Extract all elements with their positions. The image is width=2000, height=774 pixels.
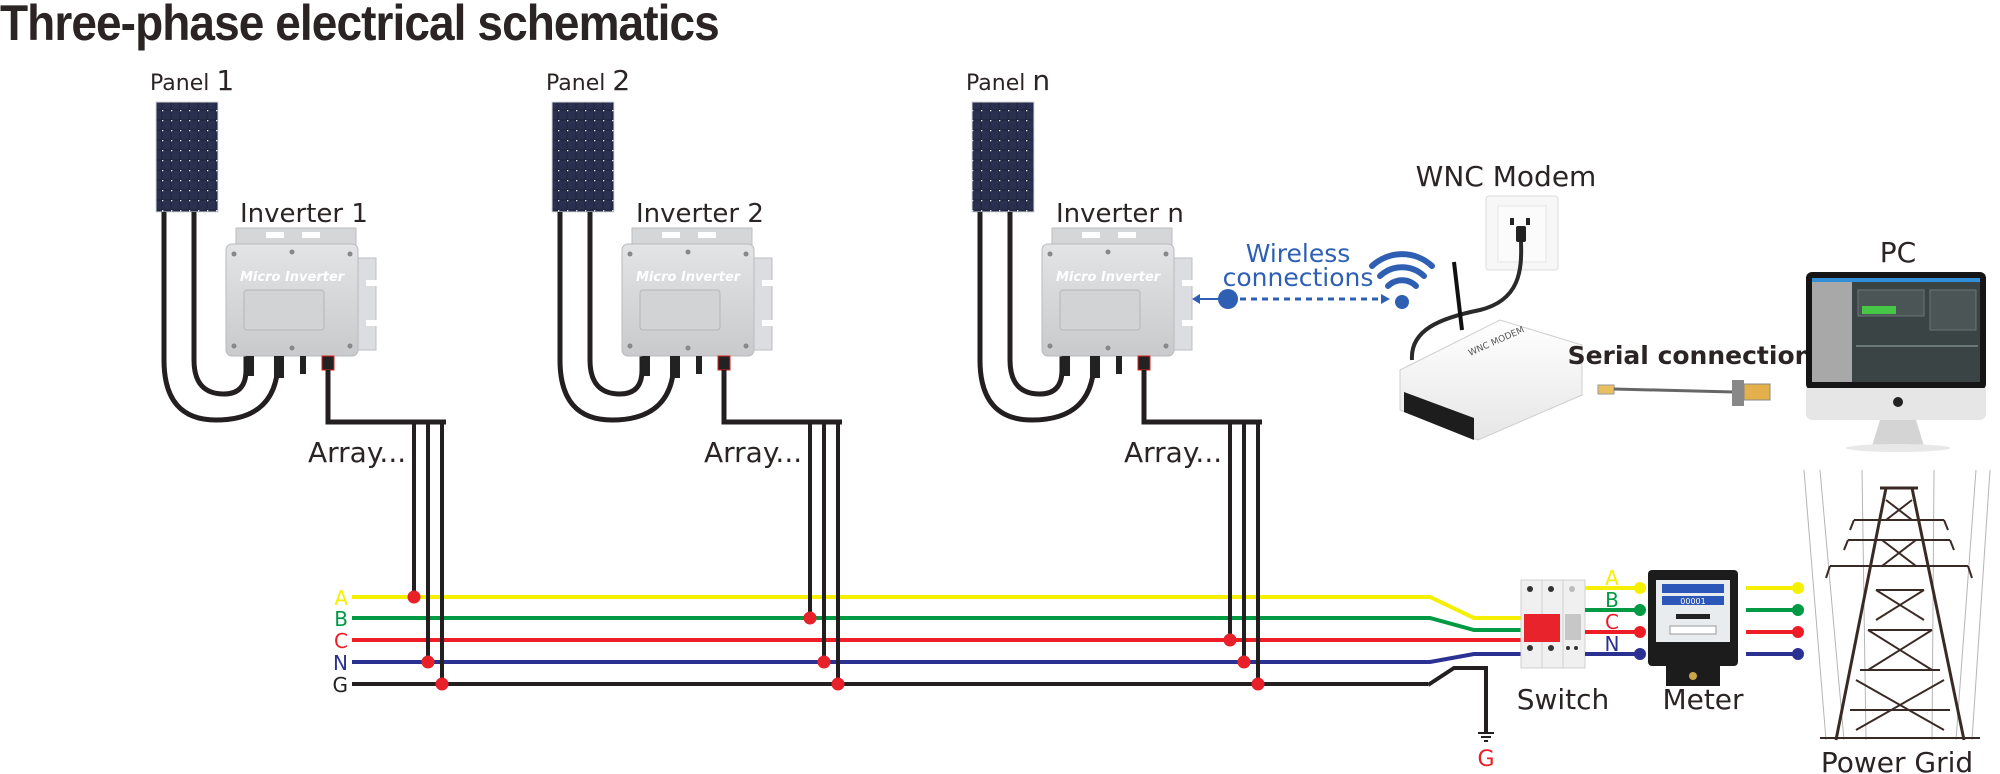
breaker-switch: Switch (1517, 579, 1610, 716)
dc-cable-1 (161, 212, 281, 423)
inverter-device-text: Micro Inverter (636, 270, 742, 285)
array-label: Array... (1124, 436, 1222, 469)
terminal-label-a: A (1605, 566, 1619, 590)
bus-label-n: N (333, 651, 348, 675)
array-2: Panel 2 Inverter 2 Micro InverterArray... (546, 64, 845, 691)
power-cable (1409, 241, 1524, 361)
wireless-link: Wireless connections (1192, 239, 1435, 309)
panel-label: Panel 2 (546, 64, 630, 97)
terminal-label-b: B (1605, 588, 1619, 612)
junction-dot-n (817, 655, 831, 669)
meter-reading: 00001 (1680, 597, 1705, 606)
panel-label: Panel n (966, 64, 1050, 97)
dc-cable-2 (191, 212, 249, 397)
pc-label: PC (1880, 236, 1916, 269)
monitor-icon (1806, 272, 1986, 452)
grid-label: Power Grid (1821, 746, 1973, 774)
junction-dot-g (831, 677, 845, 691)
grid-terminal-n (1792, 648, 1804, 660)
inverter-label: Inverter 1 (240, 199, 368, 229)
modem-device: WNC MODEM (1399, 319, 1583, 441)
usb-plug-icon (1597, 384, 1615, 395)
array-label: Array... (704, 436, 802, 469)
micro-inverter-device (1041, 227, 1195, 379)
power-grid-tower: Power Grid (1803, 469, 1991, 774)
bus-label-b: B (334, 607, 348, 631)
serial-cable (1613, 387, 1735, 394)
meter-terminal-c (1634, 626, 1646, 638)
inverter-device-text: Micro Inverter (240, 270, 346, 285)
pc: PC (1806, 236, 1986, 452)
modem-label: WNC Modem (1416, 160, 1597, 193)
solar-panel-icon (971, 101, 1035, 213)
junction-dot-g (435, 677, 449, 691)
meter-terminal-a (1634, 582, 1646, 594)
terminal-label-c: C (1605, 610, 1619, 634)
wireless-label-line2: connections (1223, 263, 1374, 292)
junction-dot-a (407, 590, 421, 604)
solar-panel-icon (551, 101, 615, 213)
meter-terminal-n (1634, 648, 1646, 660)
bus-label-c: C (334, 629, 348, 653)
switch-label: Switch (1517, 683, 1610, 716)
panel-label: Panel 1 (150, 64, 234, 97)
breaker-lever (1524, 614, 1560, 642)
array-1: Panel 1 Inverter 1 Micro InverterArray... (150, 64, 449, 691)
bus-label-g: G (333, 673, 349, 697)
micro-inverter-device (225, 227, 379, 379)
ground-symbol-icon (1478, 732, 1494, 742)
grid-terminal-b (1792, 604, 1804, 616)
junction-dot-n (1237, 655, 1251, 669)
meter-label: Meter (1662, 683, 1744, 716)
ground: G (1426, 666, 1495, 772)
ground-label: G (1477, 747, 1494, 772)
inverter-label: Inverter n (1056, 199, 1184, 229)
inverter-label: Inverter 2 (636, 199, 764, 229)
ground-wire (1426, 666, 1488, 732)
junction-dot-c (1223, 633, 1237, 647)
junction-dot-b (803, 611, 817, 625)
solar-panel-icon (155, 101, 219, 213)
bus-line-n (352, 652, 1521, 664)
junction-dot-n (421, 655, 435, 669)
serial-connection: Serial connection (1568, 341, 1813, 406)
bus-line-a (352, 595, 1521, 620)
bus-label-a: A (334, 586, 348, 610)
array-3: Panel n Inverter n Micro InverterArray... (966, 64, 1265, 691)
junction-dot-g (1251, 677, 1265, 691)
antenna-icon (1452, 261, 1464, 331)
serial-label: Serial connection (1568, 341, 1813, 370)
array-label: Array... (308, 436, 406, 469)
wall-outlet-icon (1485, 195, 1559, 271)
energy-meter: 00001 Meter (1648, 570, 1744, 716)
dc-cable-2 (1007, 212, 1065, 397)
ac-cable (1141, 370, 1262, 425)
meter-terminal-b (1634, 604, 1646, 616)
page-title: Three-phase electrical schematics (0, 0, 720, 51)
wireless-label-line1: Wireless (1246, 239, 1351, 268)
ac-cable (325, 370, 446, 425)
arrowhead-right-icon (1381, 294, 1390, 304)
dc-cable-1 (977, 212, 1097, 423)
grid-terminal-a (1792, 582, 1804, 594)
dc-cable-2 (587, 212, 645, 397)
dc-cable-1 (557, 212, 677, 423)
micro-inverter-device (621, 227, 775, 379)
wireless-node (1218, 289, 1238, 309)
db9-connector-icon (1732, 380, 1771, 406)
inverter-device-text: Micro Inverter (1056, 270, 1162, 285)
bus-line-b (352, 616, 1521, 632)
wifi-icon (1369, 251, 1435, 309)
grid-terminal-c (1792, 626, 1804, 638)
terminal-label-n: N (1605, 632, 1620, 656)
ac-cable (721, 370, 842, 425)
wnc-modem: WNC Modem WNC MODEM (1399, 160, 1597, 441)
arrowhead-left-icon (1192, 294, 1200, 304)
